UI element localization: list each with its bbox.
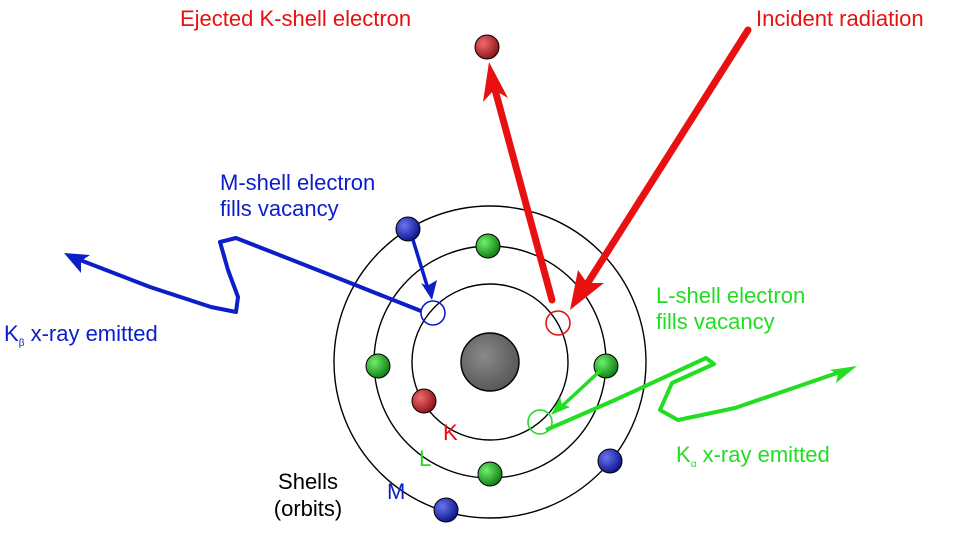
m-fill-label-line1: M-shell electron [220, 170, 375, 195]
kalpha-label: Kα x-ray emitted [676, 442, 830, 470]
electron-l [477, 461, 503, 487]
l-fill-arrow [558, 368, 603, 410]
ejected-arrowhead [483, 62, 508, 102]
kbeta-subscript: β [19, 338, 25, 349]
nucleus [460, 332, 520, 392]
kbeta-main: K [4, 321, 19, 346]
electron-l [365, 353, 391, 379]
ejected-electron-label: Ejected K-shell electron [180, 6, 411, 31]
vacancy-l-fill [527, 409, 553, 435]
electron-m [395, 216, 421, 242]
incident-radiation-label: Incident radiation [756, 6, 924, 31]
m-fill-label-line2: fills vacancy [220, 196, 339, 221]
m-fill-arrow [411, 239, 431, 293]
l-fill-arrowhead [551, 397, 570, 415]
kbeta-label: Kβ x-ray emitted [4, 321, 158, 349]
kalpha-main: K [676, 442, 691, 467]
m-fill-arrowhead [421, 280, 437, 300]
shells-label-line1: Shells [278, 469, 338, 494]
electron-m [433, 497, 459, 523]
kalpha-xray-path [545, 356, 841, 432]
kalpha-subscript: α [691, 459, 697, 470]
electron-k [411, 388, 437, 414]
l-fill-label-line2: fills vacancy [656, 309, 775, 334]
shell-label-k: K [443, 420, 458, 445]
shell-label-m: M [387, 479, 405, 504]
shell-k-orbit [411, 283, 569, 441]
kalpha-rest: x-ray emitted [696, 442, 829, 467]
kbeta-rest: x-ray emitted [24, 321, 157, 346]
kbeta-xray-path [79, 236, 422, 314]
shells-label-line2: (orbits) [274, 496, 342, 521]
vacancy-m-fill [420, 300, 446, 326]
incident-arrowhead [570, 270, 604, 310]
vacancy-k-ejected [545, 310, 571, 336]
kalpha-arrowhead [830, 366, 857, 383]
l-fill-label-line1: L-shell electron [656, 283, 805, 308]
kbeta-arrowhead [64, 253, 90, 273]
incident-radiation-arrow [578, 26, 752, 296]
electron-l [475, 233, 501, 259]
shell-label-l: L [419, 446, 431, 471]
ejected-electron-arrow [490, 82, 556, 304]
electron-m [597, 448, 623, 474]
ejected-electron [474, 34, 500, 60]
shell-m-orbit [333, 205, 647, 519]
